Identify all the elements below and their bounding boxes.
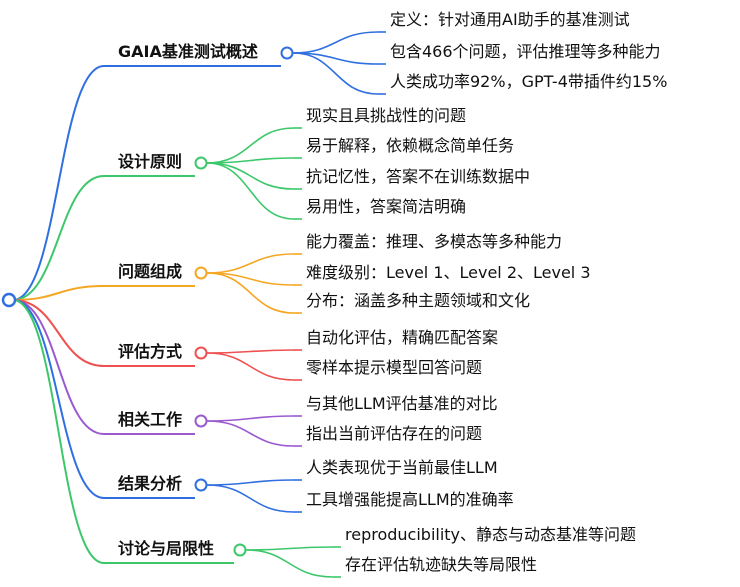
leaf-label[interactable]: 工具增强能提高LLM的准确率: [306, 490, 514, 509]
leaf-connector: [206, 162, 295, 220]
branch-node-icon[interactable]: [194, 414, 208, 428]
leaf-connector: [206, 415, 295, 422]
root-branch-connector: [12, 65, 105, 301]
root-branch-connector: [12, 175, 105, 301]
leaf-label[interactable]: 人类表现优于当前最佳LLM: [306, 458, 498, 477]
leaf-connector: [245, 549, 334, 578]
leaf-label[interactable]: 自动化评估，精确匹配答案: [306, 328, 499, 347]
leaf-connector: [292, 52, 379, 95]
leaf-label[interactable]: 难度级别：Level 1、Level 2、Level 3: [306, 263, 591, 282]
leaf-connector: [206, 162, 295, 190]
root-branch-connector: [12, 299, 105, 499]
leaf-connector: [206, 157, 295, 164]
branch-label[interactable]: 问题组成: [118, 262, 183, 281]
branch-node-icon[interactable]: [194, 478, 208, 492]
branch-label[interactable]: 评估方式: [118, 342, 183, 361]
leaf-connector: [206, 349, 295, 354]
leaf-label[interactable]: 分布：涵盖多种主题领域和文化: [306, 291, 531, 310]
leaf-connector: [206, 352, 295, 381]
leaf-label[interactable]: 易用性，答案简洁明确: [306, 197, 467, 216]
leaf-label[interactable]: 能力覆盖：推理、多模态等多种能力: [306, 232, 563, 251]
leaf-label[interactable]: 人类成功率92%，GPT-4带插件约15%: [390, 72, 668, 91]
root-node-icon[interactable]: [1, 292, 17, 308]
leaf-label[interactable]: 易于解释，依赖概念简单任务: [306, 136, 515, 155]
leaf-connector: [206, 253, 295, 274]
leaf-label[interactable]: 指出当前评估存在的问题: [306, 424, 483, 443]
branch-label[interactable]: 相关工作: [118, 410, 183, 429]
leaf-label[interactable]: 现实且具挑战性的问题: [306, 106, 467, 125]
leaf-connector: [292, 31, 379, 54]
leaf-connector: [206, 272, 295, 314]
branch-node-icon[interactable]: [194, 156, 208, 170]
branch-node-icon[interactable]: [194, 266, 208, 280]
root-branch-connector: [12, 299, 105, 564]
root-branch-connector: [12, 299, 105, 367]
branch-node-icon[interactable]: [194, 346, 208, 360]
branch-label[interactable]: 设计原则: [118, 152, 183, 171]
leaf-label[interactable]: 抗记忆性，答案不在训练数据中: [306, 167, 531, 186]
branch-node-icon[interactable]: [233, 543, 247, 557]
leaf-label[interactable]: 零样本提示模型回答问题: [306, 358, 483, 377]
leaf-label[interactable]: reproducibility、静态与动态基准等问题: [345, 525, 637, 544]
leaf-connector: [206, 420, 295, 447]
leaf-label[interactable]: 与其他LLM评估基准的对比: [306, 394, 498, 413]
root-branch-connector: [12, 299, 105, 435]
branch-label[interactable]: 结果分析: [118, 474, 183, 493]
root-branch-connector: [12, 285, 105, 301]
leaf-label[interactable]: 包含466个问题，评估推理等多种能力: [390, 42, 661, 61]
leaf-connector: [292, 52, 379, 65]
branch-label[interactable]: 讨论与局限性: [118, 539, 215, 558]
leaf-connector: [206, 484, 295, 513]
leaf-label[interactable]: 定义：针对通用AI助手的基准测试: [390, 10, 630, 29]
branch-node-icon[interactable]: [280, 46, 294, 60]
leaf-label[interactable]: 存在评估轨迹缺失等局限性: [345, 555, 538, 574]
leaf-connector: [206, 479, 295, 486]
branch-label[interactable]: GAIA基准测试概述: [118, 42, 258, 61]
leaf-connector: [206, 127, 295, 164]
leaf-connector: [245, 546, 334, 551]
